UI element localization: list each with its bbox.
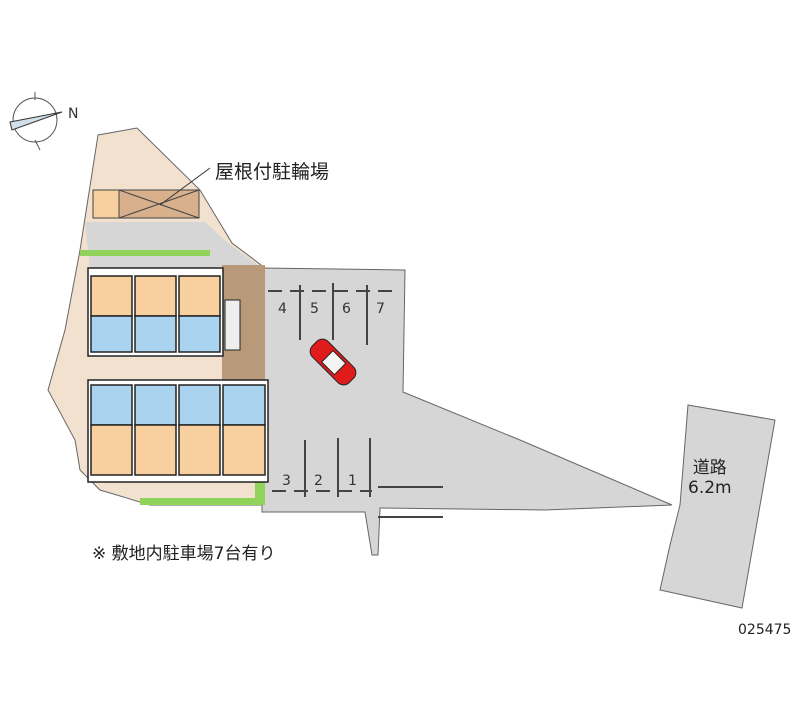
bike-parking-label: 屋根付駐輪場 xyxy=(215,161,330,183)
parking-space-6: 6 xyxy=(342,301,351,317)
road-name: 道路 xyxy=(692,458,727,478)
hedge xyxy=(255,478,265,503)
parking-space-5: 5 xyxy=(310,301,319,317)
bike-rack xyxy=(92,189,120,219)
parking-space-4: 4 xyxy=(278,301,287,317)
apartment-building xyxy=(87,267,269,483)
compass-icon xyxy=(9,92,63,151)
road xyxy=(659,404,776,609)
parking-space-7: 7 xyxy=(376,301,385,317)
parking-lot xyxy=(261,267,673,556)
hedge xyxy=(140,498,265,505)
parking-lines xyxy=(268,283,443,518)
hedge xyxy=(80,250,210,256)
road-label: 道路 6.2m xyxy=(688,458,732,498)
property-code: 025475 xyxy=(738,622,792,638)
parking-note: ※ 敷地内駐車場7台有り xyxy=(92,544,276,564)
parking-space-3: 3 xyxy=(282,473,291,489)
parking-space-2: 2 xyxy=(314,473,323,489)
bike-label-leader xyxy=(159,167,211,206)
road-width: 6.2m xyxy=(688,478,732,498)
car-icon xyxy=(309,338,357,386)
compass-north-label: N xyxy=(68,106,78,122)
parking-space-1: 1 xyxy=(348,473,357,489)
